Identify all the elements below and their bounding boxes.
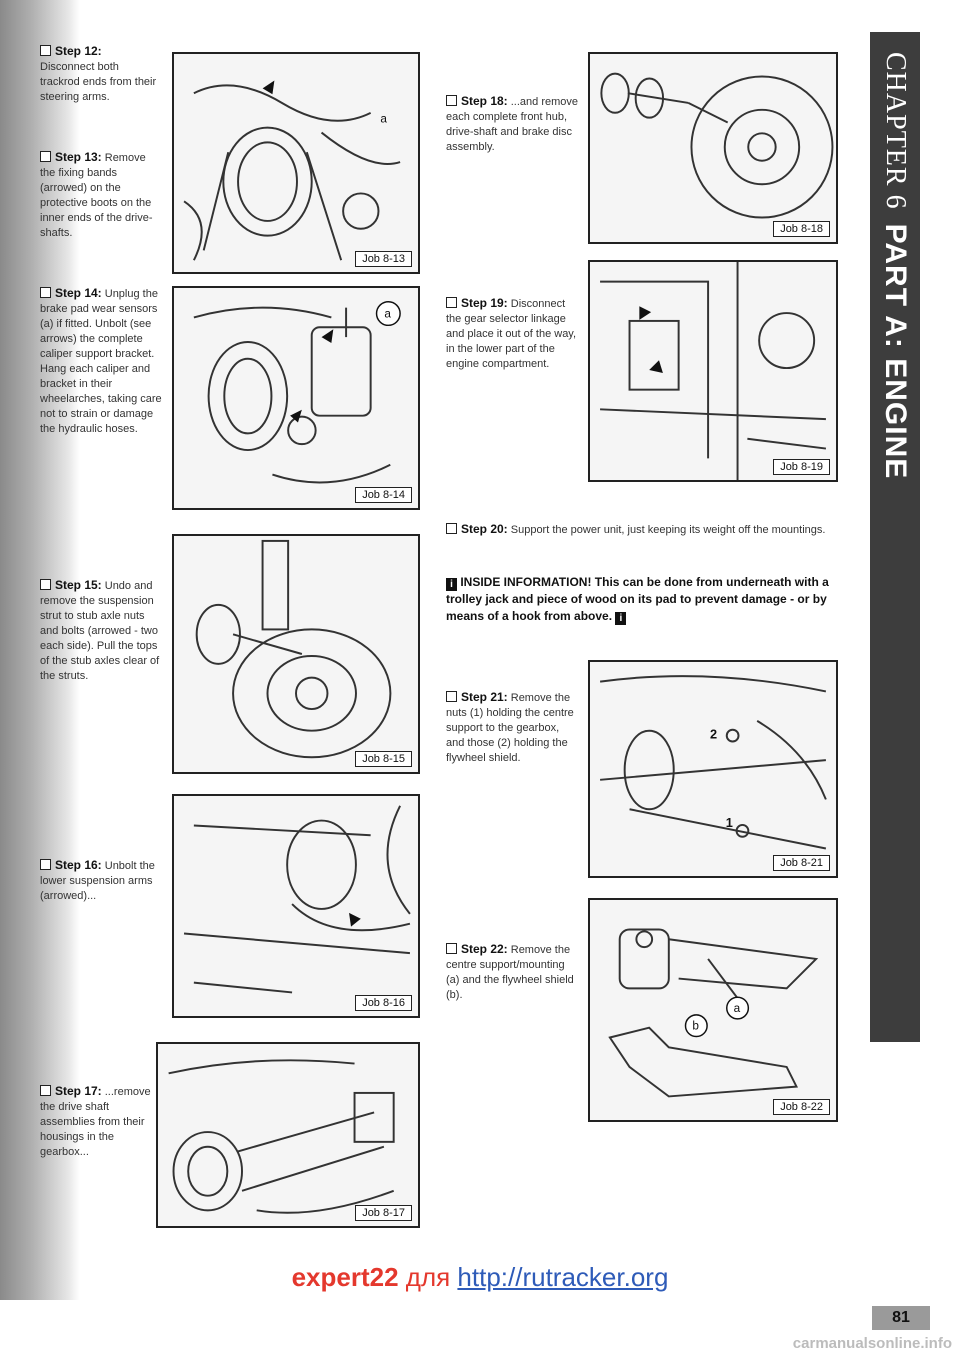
- step-20: Step 20: Support the power unit, just ke…: [446, 522, 846, 538]
- figure-job-8-21: 2 1 Job 8-21: [588, 660, 838, 878]
- figure-job-8-15: Job 8-15: [172, 534, 420, 774]
- step-text: Undo and remove the suspension strut to …: [40, 580, 160, 682]
- figure-job-8-14: a Job 8-14: [172, 286, 420, 510]
- checkbox-icon: [40, 1085, 51, 1096]
- left-margin-shade: [0, 0, 80, 1300]
- illustration-mounting-and-shield: a b: [608, 928, 819, 1098]
- job-label: Job 8-17: [355, 1205, 412, 1221]
- illustration-gear-selector-linkage: [600, 262, 827, 480]
- step-label: Step 17:: [55, 1084, 102, 1098]
- illustration-hub-disc-assembly: [600, 72, 834, 219]
- job-label: Job 8-16: [355, 995, 412, 1011]
- step-18: Step 18: ...and remove each complete fro…: [446, 94, 578, 155]
- step-text: Unplug the brake pad wear sensors (a) if…: [40, 288, 162, 435]
- job-label: Job 8-15: [355, 751, 412, 767]
- step-label: Step 12:: [55, 44, 102, 58]
- checkbox-icon: [446, 943, 457, 954]
- step-text: Disconnect both trackrod ends from their…: [40, 61, 157, 103]
- callout-a: a: [380, 113, 387, 126]
- callout-a: a: [384, 307, 391, 320]
- checkbox-icon: [446, 691, 457, 702]
- step-text: ...and remove each complete front hub, d…: [446, 96, 579, 153]
- checkbox-icon: [40, 287, 51, 298]
- part-title: PART A: ENGINE: [879, 223, 912, 480]
- step-15: Step 15: Undo and remove the suspension …: [40, 578, 164, 684]
- watermark: expert22 для http://rutracker.org: [0, 1262, 960, 1293]
- inside-information: i INSIDE INFORMATION! This can be done f…: [446, 574, 846, 625]
- job-label: Job 8-18: [773, 221, 830, 237]
- checkbox-icon: [446, 297, 457, 308]
- figure-job-8-13: a Job 8-13: [172, 52, 420, 274]
- watermark-link[interactable]: http://rutracker.org: [457, 1262, 669, 1292]
- step-12: Step 12: Disconnect both trackrod ends f…: [40, 44, 158, 105]
- step-label: Step 19:: [461, 296, 508, 310]
- step-label: Step 22:: [461, 942, 508, 956]
- callout-1: 1: [726, 815, 733, 830]
- job-label: Job 8-19: [773, 459, 830, 475]
- step-21: Step 21: Remove the nuts (1) holding the…: [446, 690, 578, 766]
- job-label: Job 8-21: [773, 855, 830, 871]
- step-19: Step 19: Disconnect the gear selector li…: [446, 296, 578, 372]
- step-label: Step 21:: [461, 690, 508, 704]
- step-label: Step 20:: [461, 522, 508, 536]
- figure-job-8-22: a b Job 8-22: [588, 898, 838, 1122]
- site-footer: carmanualsonline.info: [792, 1335, 952, 1352]
- step-17: Step 17: ...remove the drive shaft assem…: [40, 1084, 152, 1160]
- checkbox-icon: [40, 151, 51, 162]
- checkbox-icon: [40, 45, 51, 56]
- page-number: 81: [872, 1306, 930, 1330]
- callout-a: a: [734, 1002, 741, 1015]
- chapter-side-tab: CHAPTER 6 PART A: ENGINE: [870, 32, 920, 1042]
- checkbox-icon: [40, 579, 51, 590]
- step-text: Remove the centre support/mounting (a) a…: [446, 944, 574, 1001]
- step-label: Step 14:: [55, 286, 102, 300]
- watermark-for: для: [398, 1262, 458, 1292]
- callout-b: b: [692, 1020, 699, 1033]
- figure-job-8-18: Job 8-18: [588, 52, 838, 244]
- step-text: Unbolt the lower suspension arms (arrowe…: [40, 860, 155, 902]
- job-label: Job 8-14: [355, 487, 412, 503]
- step-14: Step 14: Unplug the brake pad wear senso…: [40, 286, 164, 437]
- checkbox-icon: [446, 95, 457, 106]
- step-label: Step 18:: [461, 94, 508, 108]
- checkbox-icon: [446, 523, 457, 534]
- info-icon: i: [615, 612, 627, 625]
- info-icon: i: [446, 578, 457, 591]
- step-text: Support the power unit, just keeping its…: [510, 524, 826, 536]
- chapter-side-text: CHAPTER 6 PART A: ENGINE: [870, 32, 920, 1042]
- step-label: Step 16:: [55, 858, 102, 872]
- illustration-suspension-strut: [195, 539, 392, 759]
- step-text: Remove the fixing bands (arrowed) on the…: [40, 152, 153, 239]
- step-16: Step 16: Unbolt the lower suspension arm…: [40, 858, 164, 904]
- illustration-lower-arm: [183, 805, 411, 994]
- chapter-title: CHAPTER 6: [880, 52, 911, 210]
- checkbox-icon: [40, 859, 51, 870]
- step-13: Step 13: Remove the fixing bands (arrowe…: [40, 150, 158, 241]
- callout-2: 2: [710, 727, 717, 742]
- inside-information-text: INSIDE INFORMATION! This can be done fro…: [446, 575, 829, 623]
- illustration-brake-caliper: a: [193, 301, 401, 484]
- step-text: Disconnect the gear selector linkage and…: [446, 298, 577, 370]
- figure-job-8-17: Job 8-17: [156, 1042, 420, 1228]
- illustration-drive-shaft-removal: [168, 1059, 395, 1214]
- step-label: Step 15:: [55, 578, 102, 592]
- watermark-author: expert22: [291, 1262, 399, 1292]
- figure-job-8-16: Job 8-16: [172, 794, 420, 1018]
- step-text: ...remove the drive shaft assemblies fro…: [40, 1086, 151, 1158]
- illustration-centre-support: 2 1: [599, 675, 827, 850]
- step-text: Remove the nuts (1) holding the centre s…: [446, 692, 574, 764]
- step-label: Step 13:: [55, 150, 102, 164]
- figure-job-8-19: Job 8-19: [588, 260, 838, 482]
- job-label: Job 8-13: [355, 251, 412, 267]
- job-label: Job 8-22: [773, 1099, 830, 1115]
- step-22: Step 22: Remove the centre support/mount…: [446, 942, 578, 1003]
- illustration-drive-shaft-boot: a: [183, 80, 401, 261]
